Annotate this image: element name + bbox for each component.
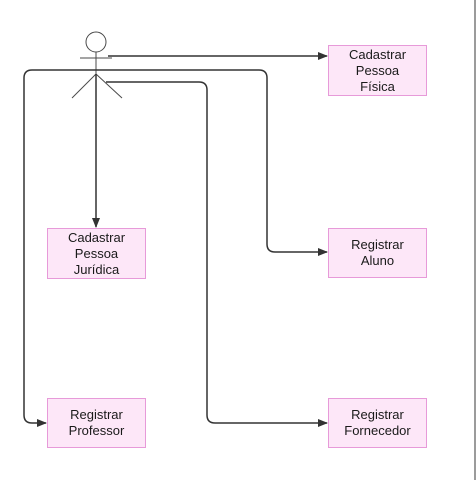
node-registrar-fornecedor[interactable]: Registrar Fornecedor [328, 398, 427, 448]
connector-to-registrar-aluno[interactable] [90, 69, 328, 256]
node-cadastrar-pessoa-juridica[interactable]: Cadastrar Pessoa Jurídica [47, 228, 146, 279]
node-registrar-aluno[interactable]: Registrar Aluno [328, 228, 427, 278]
actor-left-leg [71, 73, 97, 99]
connector-to-registrar-fornecedor[interactable] [106, 81, 328, 427]
actor-right-leg [95, 73, 123, 99]
actor-head [85, 31, 107, 53]
node-registrar-professor[interactable]: Registrar Professor [47, 398, 146, 448]
frame-border [474, 0, 476, 480]
node-cadastrar-pessoa-fisica[interactable]: Cadastrar Pessoa Física [328, 45, 427, 96]
connector-to-registrar-professor[interactable] [23, 69, 90, 427]
actor-icon[interactable] [71, 31, 123, 99]
